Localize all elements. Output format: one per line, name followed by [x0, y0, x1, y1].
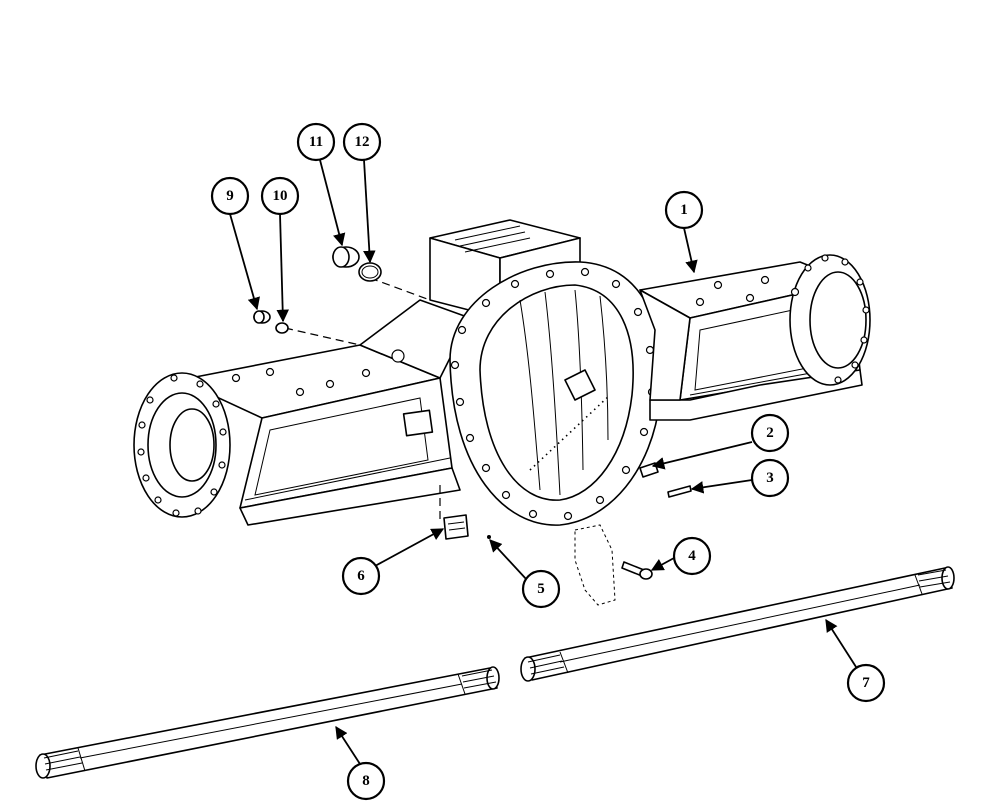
left-hub-flange — [133, 372, 231, 518]
callout-3: 3 — [750, 458, 790, 498]
callout-11: 11 — [296, 122, 336, 162]
callout-9-label: 9 — [226, 188, 234, 204]
callout-4-label: 4 — [688, 548, 696, 564]
callout-11-label: 11 — [309, 134, 323, 150]
callout-12-label: 12 — [355, 134, 370, 150]
callout-7-label: 7 — [862, 675, 870, 691]
callout-10: 10 — [260, 176, 300, 216]
part-10-washer — [275, 322, 289, 334]
callout-2: 2 — [750, 413, 790, 453]
right-hub-flange — [789, 254, 871, 386]
part-11-plug — [332, 246, 360, 268]
callout-9: 9 — [210, 176, 250, 216]
part-3-screw — [667, 485, 692, 498]
differential-housing-ring — [449, 261, 663, 526]
callout-1: 1 — [664, 190, 704, 230]
callout-8: 8 — [346, 761, 386, 801]
callout-6: 6 — [341, 556, 381, 596]
callout-3-label: 3 — [766, 470, 774, 486]
part-9-plug — [253, 310, 271, 324]
part-7-axle-shaft — [520, 566, 955, 682]
part-8-axle-shaft — [35, 666, 500, 779]
part-6-plate — [443, 514, 469, 540]
callout-2-label: 2 — [766, 425, 774, 441]
part-5-bolt — [487, 535, 491, 539]
assembly-lines — [284, 277, 441, 520]
part-12-o-ring — [358, 262, 382, 282]
leader-lines — [229, 159, 859, 765]
callout-1-label: 1 — [680, 202, 688, 218]
callout-12: 12 — [342, 122, 382, 162]
callout-10-label: 10 — [273, 188, 288, 204]
callout-6-label: 6 — [357, 568, 365, 584]
callout-8-label: 8 — [362, 773, 370, 789]
callout-4: 4 — [672, 536, 712, 576]
callout-7: 7 — [846, 663, 886, 703]
callout-5-label: 5 — [537, 581, 545, 597]
axle-housing — [133, 219, 871, 526]
part-4-bolt — [574, 524, 653, 606]
callout-5: 5 — [521, 569, 561, 609]
